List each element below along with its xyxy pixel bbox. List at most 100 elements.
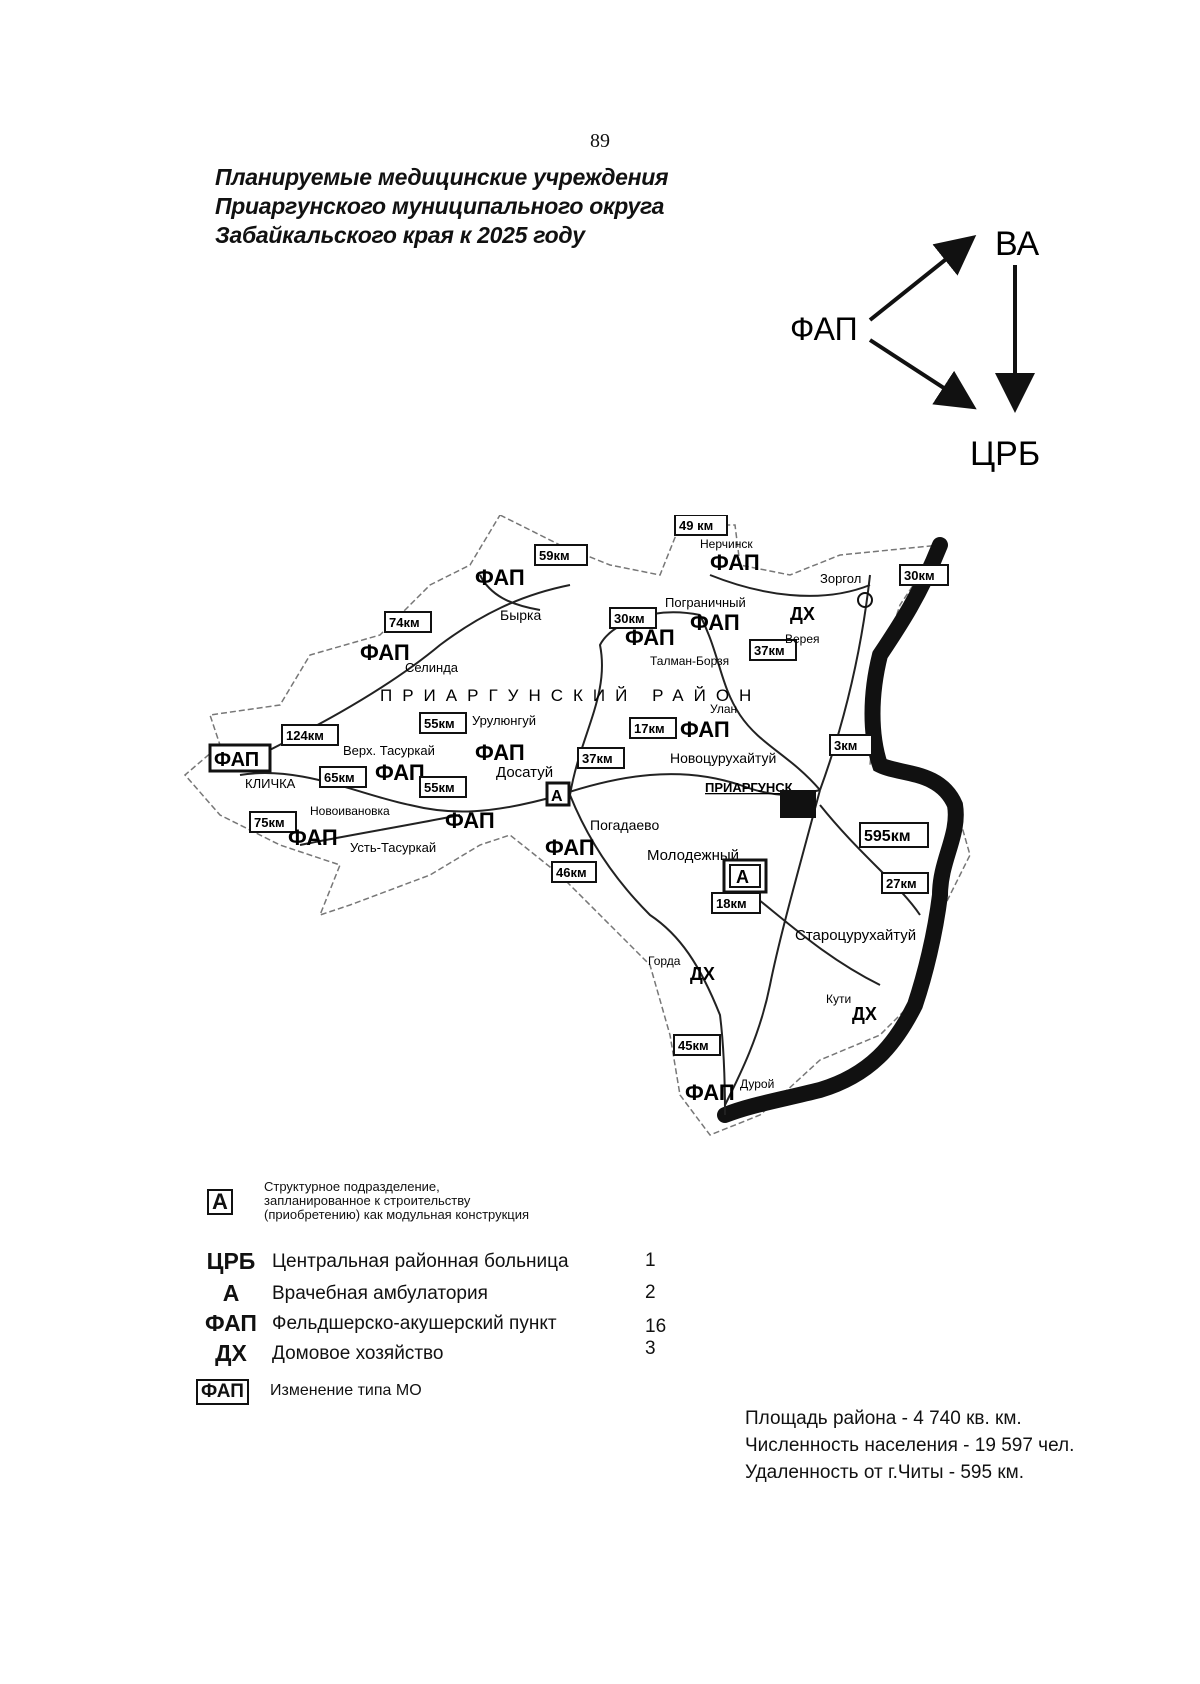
- svg-text:30км: 30км: [614, 611, 645, 626]
- svg-text:ФАП: ФАП: [680, 717, 730, 742]
- legend-modular-line-2: запланированное к строительству: [264, 1193, 471, 1208]
- referral-scheme: ФАП ВА ЦРБ: [790, 225, 1040, 473]
- legend-symbol-crb: ЦРБ: [206, 1248, 256, 1274]
- svg-text:ДХ: ДХ: [790, 604, 815, 624]
- svg-text:65км: 65км: [324, 770, 355, 785]
- svg-text:59км: 59км: [539, 548, 570, 563]
- svg-text:49 км: 49 км: [679, 518, 713, 533]
- legend-label-crb: Центральная районная больница: [272, 1250, 569, 1272]
- stat-population: Численность населения - 19 597 чел.: [745, 1435, 1075, 1456]
- svg-text:Зоргол: Зоргол: [820, 571, 861, 586]
- svg-text:Кути: Кути: [826, 992, 851, 1006]
- svg-text:595км: 595км: [864, 828, 911, 845]
- arrow-fap-to-crb: [868, 338, 977, 410]
- argun-river: [717, 537, 964, 1123]
- district-center-label: ПРИАРГУНСК: [705, 780, 793, 795]
- settlement-pogadaevo: Погадаево ФАП 46км: [545, 817, 659, 883]
- svg-text:55км: 55км: [424, 780, 455, 795]
- map-title: Планируемые медицинские учреждения Приар…: [215, 163, 669, 250]
- legend-label-ambulatory: Врачебная амбулатория: [272, 1282, 488, 1304]
- settlement-starotsurukhaitui: 27км Староцурухайтуй: [795, 872, 929, 944]
- legend-item-change: ФАП Изменение типа МО: [190, 1376, 422, 1405]
- svg-text:Селинда: Селинда: [405, 660, 459, 675]
- svg-text:ФАП: ФАП: [625, 625, 675, 650]
- settlement-molodezhny: Молодежный А 18км: [647, 847, 768, 914]
- svg-text:ФАП: ФАП: [475, 740, 525, 765]
- legend-label-fap: Фельдшерско-акушерский пункт: [272, 1312, 557, 1334]
- svg-text:18км: 18км: [716, 896, 747, 911]
- svg-text:27км: 27км: [886, 876, 917, 891]
- settlement-klichka: ФАП 124км КЛИЧКА: [208, 724, 339, 791]
- svg-text:ФАП: ФАП: [375, 760, 425, 785]
- page-number: 89: [590, 130, 610, 152]
- district-stats: Площадь района - 4 740 кв. км. Численнос…: [745, 1405, 1074, 1486]
- svg-text:45км: 45км: [678, 1038, 709, 1053]
- svg-text:Староцурухайтуй: Староцурухайтуй: [795, 927, 916, 944]
- svg-text:Нерчинск: Нерчинск: [700, 537, 753, 551]
- svg-text:ФАП: ФАП: [445, 808, 495, 833]
- svg-text:ФАП: ФАП: [360, 640, 410, 665]
- svg-text:74км: 74км: [389, 615, 420, 630]
- scheme-bottom-label: ЦРБ: [970, 435, 1040, 473]
- settlement-ust-tasurkai: 75км ФАП Усть-Тасуркай: [249, 811, 436, 855]
- svg-text:75км: 75км: [254, 815, 285, 830]
- legend-symbol-change: ФАП: [196, 1379, 249, 1405]
- svg-text:Молодежный: Молодежный: [647, 847, 739, 864]
- settlement-urulyungui: 55км Урулюнгуй ФАП: [419, 712, 536, 765]
- title-line-2: Приаргунского муниципального округа: [215, 193, 665, 219]
- svg-text:Досатуй: Досатуй: [496, 764, 553, 781]
- settlement-novotsurukhaitui: Новоцурухайтуй 3км: [670, 734, 873, 766]
- svg-text:Новоивановка: Новоивановка: [310, 804, 390, 818]
- svg-text:55км: 55км: [424, 716, 455, 731]
- legend-modular-symbol: А: [207, 1188, 233, 1215]
- region-label: ПРИАРГУНСКИЙ РАЙОН: [380, 686, 761, 705]
- svg-text:46км: 46км: [556, 865, 587, 880]
- legend-modular: А Структурное подразделение, запланирова…: [190, 1180, 529, 1222]
- settlement-talman-borzya: 30км ФАП Талман-Борзя: [609, 607, 729, 668]
- settlement-pogranichny: Пограничный ФАП 37км: [665, 595, 797, 661]
- legend-item-dx: ДХ Домовое хозяйство: [190, 1340, 443, 1367]
- crb-symbol: [780, 790, 816, 818]
- stat-distance: Удаленность от г.Читы - 595 км.: [745, 1462, 1024, 1483]
- settlement-byrka: 59км ФАП Бырка: [475, 544, 588, 623]
- svg-text:3км: 3км: [834, 738, 857, 753]
- svg-text:ФАП: ФАП: [685, 1080, 735, 1105]
- svg-text:А: А: [736, 867, 749, 887]
- svg-text:ФАП: ФАП: [690, 610, 740, 635]
- settlement-gorda: Горда ДХ: [648, 954, 715, 984]
- legend-count-dx: 3: [645, 1338, 656, 1359]
- legend-count-ambulatory: 2: [645, 1282, 656, 1303]
- svg-text:Верея: Верея: [785, 632, 820, 646]
- svg-text:Пограничный: Пограничный: [665, 595, 746, 610]
- settlement-kuti: Кути ДХ: [826, 992, 877, 1024]
- svg-text:124км: 124км: [286, 728, 324, 743]
- legend-modular-line-3: (приобретению) как модульная конструкция: [264, 1207, 530, 1222]
- svg-text:ФАП: ФАП: [710, 550, 760, 575]
- svg-text:17км: 17км: [634, 721, 665, 736]
- legend-label-change: Изменение типа МО: [270, 1381, 422, 1399]
- svg-text:ДХ: ДХ: [690, 964, 715, 984]
- svg-text:Усть-Тасуркай: Усть-Тасуркай: [350, 840, 436, 855]
- scheme-top-label: ВА: [995, 225, 1040, 263]
- svg-text:КЛИЧКА: КЛИЧКА: [245, 776, 296, 791]
- svg-text:ФАП: ФАП: [475, 565, 525, 590]
- settlement-ulan: 17км ФАП Улан: [629, 702, 737, 742]
- svg-text:А: А: [551, 788, 563, 805]
- legend-count-crb: 1: [645, 1250, 656, 1271]
- svg-text:Горда: Горда: [648, 954, 681, 968]
- stat-area: Площадь района - 4 740 кв. км.: [745, 1408, 1022, 1429]
- title-line-3: Забайкальского края к 2025 году: [215, 222, 585, 248]
- svg-text:ДХ: ДХ: [852, 1004, 877, 1024]
- legend-symbol-ambulatory: А: [222, 1280, 240, 1306]
- legend-item-ambulatory: А Врачебная амбулатория: [190, 1280, 488, 1307]
- svg-text:Новоцурухайтуй: Новоцурухайтуй: [670, 750, 776, 766]
- svg-text:37км: 37км: [754, 643, 785, 658]
- svg-text:ФАП: ФАП: [214, 749, 259, 771]
- legend-symbol-fap: ФАП: [205, 1310, 257, 1336]
- svg-text:Погадаево: Погадаево: [590, 817, 659, 833]
- legend-count-fap: 16: [645, 1316, 667, 1337]
- title-line-1: Планируемые медицинские учреждения: [215, 164, 669, 190]
- legend-modular-line-1: Структурное подразделение,: [264, 1179, 440, 1194]
- svg-text:Дурой: Дурой: [740, 1077, 774, 1091]
- svg-text:Бырка: Бырка: [500, 607, 541, 623]
